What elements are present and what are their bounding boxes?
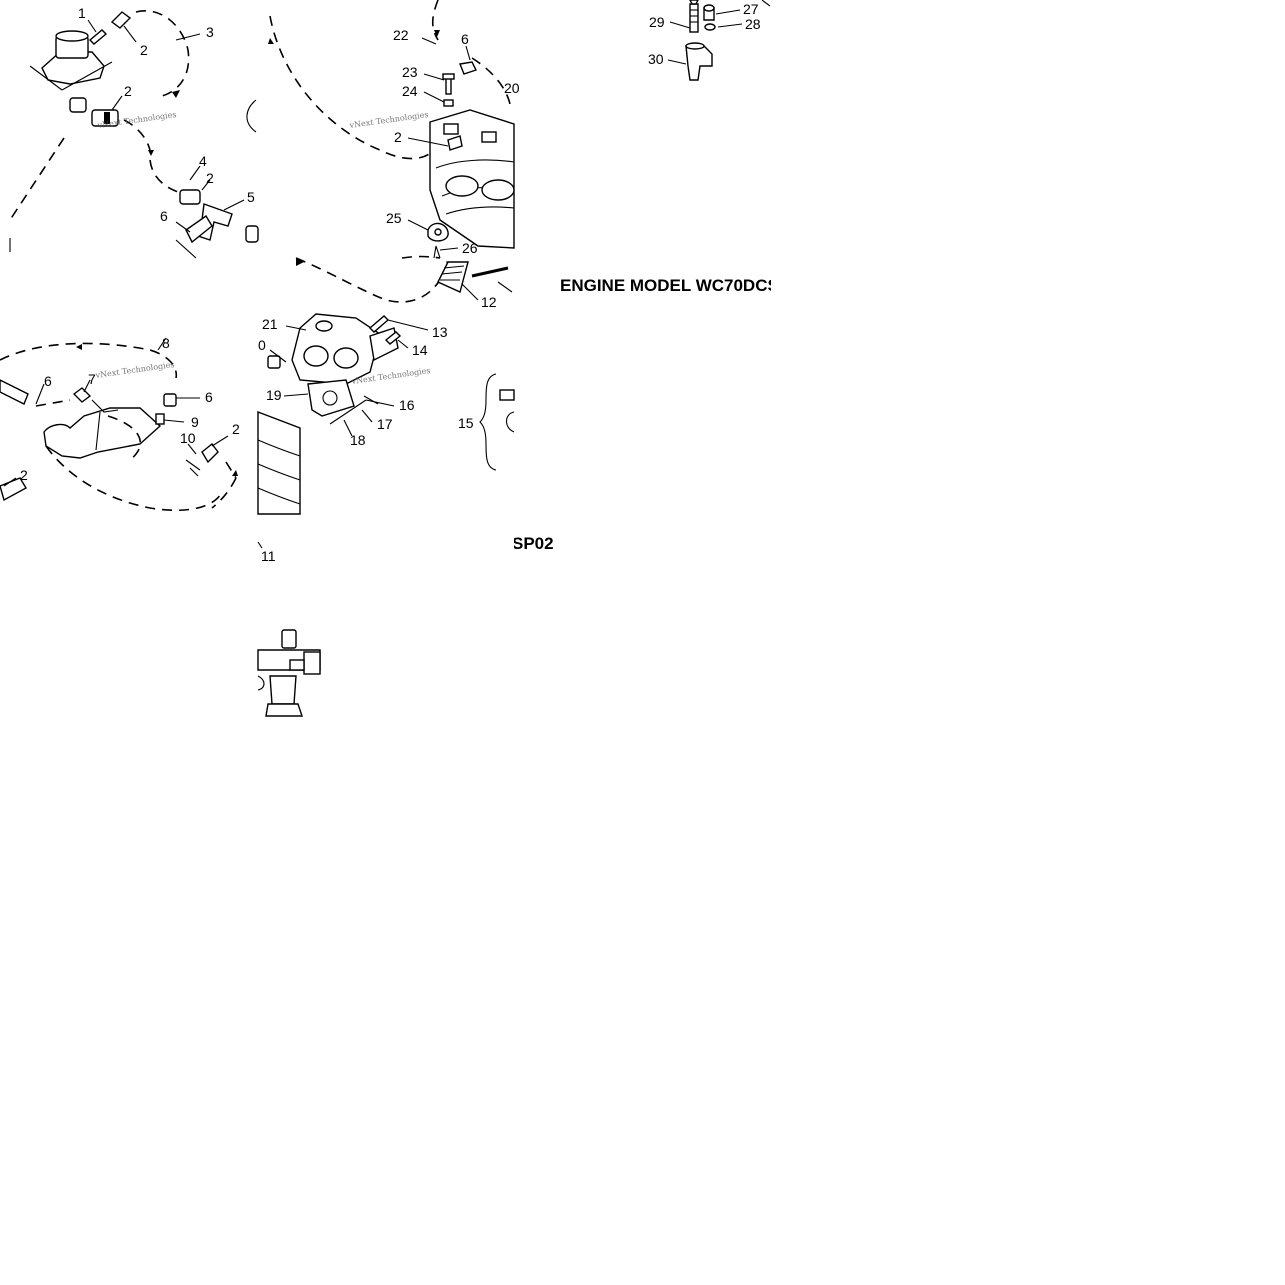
callout-label: 26: [462, 240, 478, 256]
callout-label: 5: [247, 189, 255, 205]
tile-middle-left: vNext Technologies: [0, 342, 237, 512]
hose-fitting-part: [69, 97, 119, 127]
callout-label: 12: [481, 294, 497, 310]
valve-body-part: [685, 42, 713, 81]
callout-label: 8: [162, 335, 170, 351]
callout-label: 3: [206, 24, 214, 40]
manifold-gasket-part: [307, 379, 355, 417]
diagram-title: ENGINE MODEL WC70DCS: [560, 276, 779, 295]
callout-label: 28: [745, 16, 761, 32]
hose-fitting-part: [185, 443, 219, 477]
diagram-code: SP02: [512, 534, 554, 553]
hose-part: [0, 477, 27, 502]
callout-label: 24: [402, 83, 418, 99]
stud-part: [329, 395, 379, 425]
watermark-text: vNext Technologies: [348, 110, 429, 130]
callout-label: 4: [199, 153, 207, 169]
tile-bottom-middle: [257, 541, 321, 717]
fitting-part: [267, 355, 281, 369]
fitting-part: [72, 387, 177, 425]
callout-label: 16: [399, 397, 415, 413]
gasket-part: [427, 222, 449, 242]
callout-label: 2: [140, 42, 148, 58]
callout-label: 1: [78, 5, 86, 21]
hose-clamp-part: [459, 61, 477, 75]
carburetor-base-part: [43, 399, 162, 459]
leader-lines: [3, 9, 743, 487]
bracket-brace: [479, 373, 515, 471]
tile-top-right: [685, 0, 771, 81]
callout-label: 2: [124, 83, 132, 99]
code-clip: SP02: [512, 534, 554, 553]
washer-part: [704, 23, 716, 31]
callout-label: 27: [743, 1, 759, 17]
oil-pump-part: [29, 30, 113, 91]
callout-label: 2: [232, 421, 240, 437]
hose-fitting-part: [110, 11, 132, 29]
title-clip: ENGINE MODEL WC70DCS: [560, 276, 779, 295]
callout-label: 10: [180, 430, 196, 446]
tile-top-middle: vNext Technologies: [246, 0, 515, 259]
callout-label: 2: [20, 467, 28, 483]
fitting-part: [88, 29, 108, 45]
clip-part: [433, 245, 441, 259]
callout-label: 2: [394, 129, 402, 145]
callout-label: 6: [160, 208, 168, 224]
callout-label: 6: [44, 373, 52, 389]
engine-block-part: [257, 410, 301, 515]
callout-label: 25: [386, 210, 402, 226]
nipple-fitting-part: [447, 135, 463, 151]
callout-label: 13: [432, 324, 448, 340]
tile-top-left: vNext Technologies: [9, 10, 259, 259]
rod-part: [471, 266, 513, 293]
tee-fitting-part: [179, 189, 259, 244]
callout-label: 6: [461, 31, 469, 47]
bolt-part: [442, 73, 455, 107]
flexible-hose-part: [437, 261, 469, 293]
callout-label: 29: [649, 14, 665, 30]
watermark-text: vNext Technologies: [94, 360, 175, 380]
flow-arrows: [76, 30, 440, 476]
tile-center: vNext Technologies: [257, 257, 515, 515]
callout-label: 18: [350, 432, 366, 448]
callout-label: 23: [402, 64, 418, 80]
valve-part: [703, 4, 715, 21]
callout-label: 22: [393, 27, 409, 43]
callout-label: 21: [262, 316, 278, 332]
callout-labels: 1 2 3 2 4 2 5 6 22 6 20 23 24 2 25 26 12…: [20, 1, 761, 564]
callout-label: 0: [258, 337, 266, 353]
callout-label: 7: [88, 371, 96, 387]
callout-label: 17: [377, 416, 393, 432]
spring-part: [689, 0, 699, 33]
hose-part: [0, 379, 29, 405]
callout-label: 20: [504, 80, 520, 96]
callout-label: 19: [266, 387, 282, 403]
callout-label: 9: [191, 414, 199, 430]
callout-label: 14: [412, 342, 428, 358]
callout-label: 15: [458, 415, 474, 431]
callout-label: 2: [206, 170, 214, 186]
callout-label: 30: [648, 51, 664, 67]
thermostat-housing-part: [257, 629, 321, 717]
callout-label: 6: [205, 389, 213, 405]
callout-label: 11: [261, 548, 276, 564]
